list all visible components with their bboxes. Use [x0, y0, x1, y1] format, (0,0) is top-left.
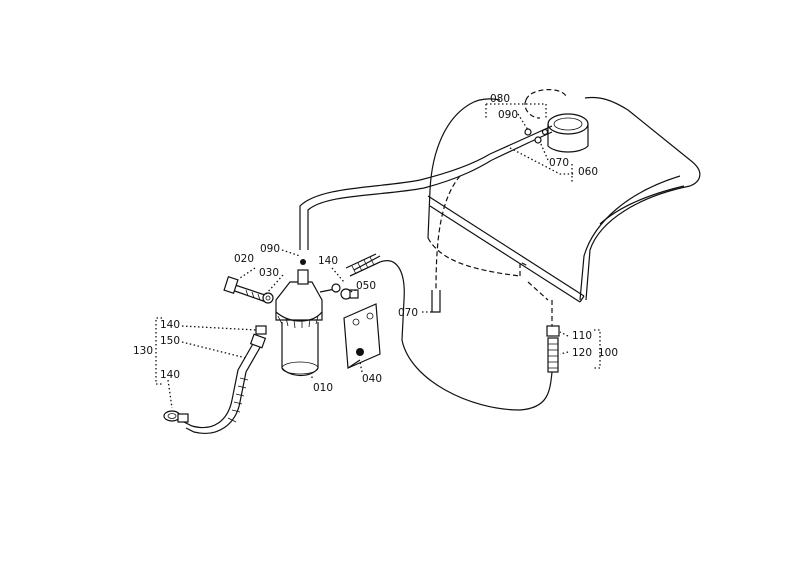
fuel-lines: [299, 153, 560, 411]
hose-140-upper: [345, 253, 381, 277]
label-120: 120: [572, 347, 592, 359]
label-130: 130: [133, 345, 153, 357]
leader-lines: [155, 103, 601, 409]
bracket-040: [343, 303, 381, 369]
label-020: 020: [234, 253, 254, 265]
label-070-left: 070: [398, 307, 418, 319]
label-150: 150: [160, 335, 180, 347]
label-050: 050: [356, 280, 376, 292]
label-140-lower: 140: [160, 369, 180, 381]
clamp-140-lower: [163, 410, 189, 423]
label-070-top: 070: [549, 157, 569, 169]
part-labels: 090 020 030 140 050 010 040 140 150 130 …: [133, 93, 618, 394]
label-040: 040: [362, 373, 382, 385]
label-060: 060: [578, 166, 598, 178]
label-110: 110: [572, 330, 592, 342]
clamp-140-upper: [255, 325, 267, 335]
fitting-050: [340, 288, 359, 300]
fuel-tank: [427, 96, 701, 303]
bolt-020: [223, 276, 269, 303]
label-090-left: 090: [260, 243, 280, 255]
washer-030: [262, 292, 274, 304]
label-100: 100: [598, 347, 618, 359]
label-090-top: 090: [498, 109, 518, 121]
hose-150: [163, 325, 267, 434]
label-140-top: 140: [318, 255, 338, 267]
label-030: 030: [259, 267, 279, 279]
label-010: 010: [313, 382, 333, 394]
label-140-upper: 140: [160, 319, 180, 331]
filler-neck-assembly: [431, 89, 589, 313]
hose-120: [546, 325, 560, 373]
fuel-filter-010: [223, 259, 341, 377]
label-080: 080: [490, 93, 510, 105]
